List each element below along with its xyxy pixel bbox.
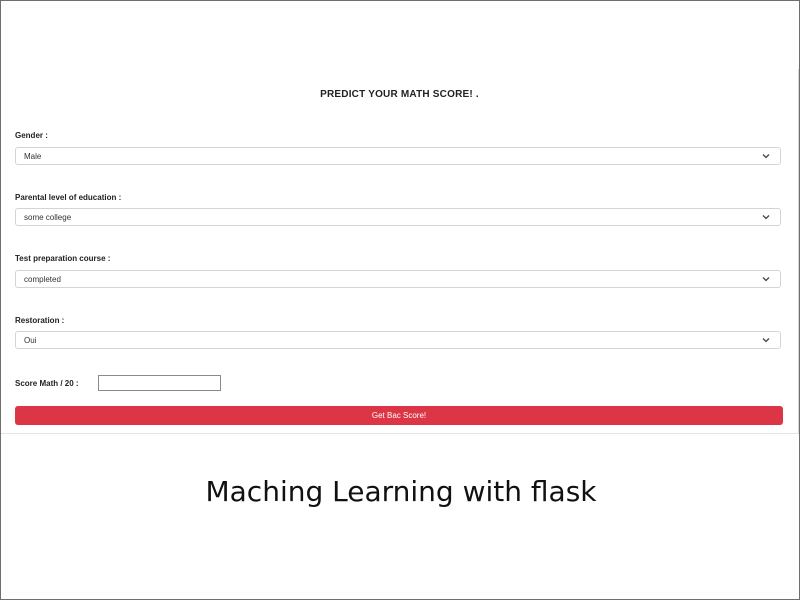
restoration-select[interactable]: Oui: [15, 331, 781, 349]
chevron-down-icon: [762, 338, 770, 343]
restoration-select-value: Oui: [24, 336, 37, 345]
get-bac-score-button[interactable]: Get Bac Score!: [15, 406, 783, 425]
parental-education-label: Parental level of education :: [15, 193, 122, 202]
parental-education-select-value: some college: [24, 213, 72, 222]
gender-select[interactable]: Male: [15, 147, 781, 165]
gender-select-value: Male: [24, 152, 42, 161]
gender-label: Gender :: [15, 131, 48, 140]
restoration-label: Restoration :: [15, 316, 65, 325]
slide-caption: Maching Learning with flask: [205, 475, 597, 508]
page-title: PREDICT YOUR MATH SCORE! .: [320, 89, 479, 100]
test-preparation-select[interactable]: completed: [15, 270, 781, 288]
score-math-label: Score Math / 20 :: [15, 379, 79, 388]
chevron-down-icon: [762, 215, 770, 220]
prediction-form: PREDICT YOUR MATH SCORE! . Gender : Male…: [1, 69, 799, 434]
parental-education-select[interactable]: some college: [15, 208, 781, 226]
score-math-input[interactable]: [98, 375, 221, 391]
test-preparation-select-value: completed: [24, 275, 61, 284]
chevron-down-icon: [762, 154, 770, 159]
test-preparation-label: Test preparation course :: [15, 254, 111, 263]
chevron-down-icon: [762, 277, 770, 282]
